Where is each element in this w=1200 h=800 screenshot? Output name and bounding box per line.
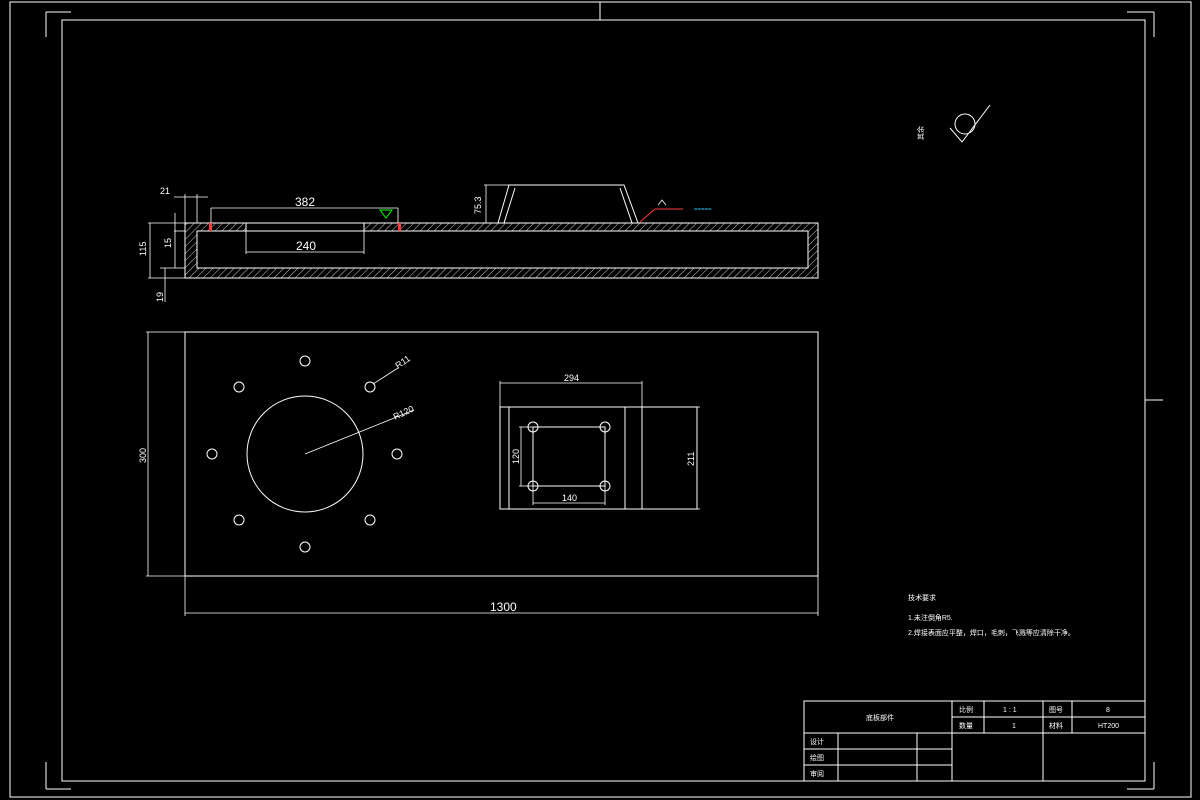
drawing-frame	[61, 19, 1146, 782]
dim-140: 140	[562, 493, 577, 503]
bolt-hole	[233, 514, 245, 526]
mounting-hole-pattern	[532, 426, 606, 487]
material-value: HT200	[1098, 723, 1119, 730]
weld-marker-right	[398, 223, 401, 231]
drawing-no-label: 图号	[1049, 706, 1063, 714]
dim-240: 240	[296, 239, 316, 253]
dim-115: 115	[138, 242, 148, 256]
corner-mark-bl	[45, 762, 71, 790]
corner-mark-tr	[1127, 11, 1155, 37]
drawing-no-value: 8	[1106, 707, 1110, 714]
boss-inner-left	[503, 187, 516, 224]
weld-symbol-icon	[379, 209, 393, 219]
bolt-hole	[206, 448, 218, 460]
dim-15: 15	[163, 238, 173, 248]
base-plate-outline	[184, 331, 819, 577]
dim-211: 211	[686, 452, 696, 466]
quantity-value: 1	[1012, 723, 1016, 730]
notes-line-1: 1.未注倒角R5.	[908, 613, 953, 622]
corner-mark-br	[1127, 762, 1155, 790]
dim-300: 300	[138, 448, 148, 463]
boss-profile	[497, 184, 639, 224]
scale-value: 1 : 1	[1003, 707, 1017, 714]
notes-heading: 技术要求	[908, 593, 936, 602]
top-opening	[245, 222, 365, 232]
bolt-hole	[299, 541, 311, 553]
dim-21: 21	[160, 186, 170, 196]
scale-label: 比例	[959, 705, 973, 714]
bolt-hole	[364, 381, 376, 393]
dim-1300: 1300	[490, 600, 517, 614]
bolt-hole	[299, 355, 311, 367]
surface-finish-symbol: 其余	[916, 104, 991, 143]
mounting-pad-outer	[499, 406, 698, 510]
bolt-hole	[364, 514, 376, 526]
bolt-hole	[233, 381, 245, 393]
sheet-border	[9, 1, 1192, 798]
mounting-hole	[599, 421, 611, 433]
dim-r120: R120	[392, 404, 416, 422]
front-section-view: ===== 21 382 240 75.3 115 15	[138, 184, 819, 302]
corner-mark-tl	[45, 11, 71, 37]
dim-r11: R11	[393, 353, 412, 370]
bolt-hole	[391, 448, 403, 460]
part-name: 底板部件	[866, 713, 894, 722]
top-plan-view: 300 1300 R11 R120 294	[138, 331, 819, 616]
material-label: 材料	[1049, 721, 1063, 730]
boss-inner-right	[619, 187, 633, 224]
surface-finish-icon	[954, 113, 976, 135]
dim-19: 19	[155, 292, 165, 302]
drafter-label: 绘图	[810, 753, 824, 762]
reviewer-label: 审阅	[810, 769, 824, 778]
dim-382: 382	[295, 195, 315, 209]
dim-75-3: 75.3	[473, 196, 483, 214]
dim-120: 120	[511, 449, 521, 464]
title-block: 底板部件 比例 1 : 1 图号 8 数量 1 材料 HT200 设计 绘图 审…	[803, 700, 1146, 782]
notes-line-2: 2.焊接表面应平整，焊口，毛刺，飞溅等应清除干净。	[908, 628, 1075, 637]
surface-finish-label: 其余	[916, 126, 925, 140]
weld-callout-code: =====	[694, 207, 712, 213]
dim-294: 294	[564, 373, 579, 383]
weld-callout-mark	[657, 199, 667, 206]
designer-label: 设计	[810, 737, 824, 746]
central-bore	[246, 395, 364, 513]
technical-notes: 技术要求 1.未注倒角R5. 2.焊接表面应平整，焊口，毛刺，飞溅等应清除干净。	[908, 593, 1075, 637]
weld-marker-left	[209, 223, 212, 231]
mounting-pad-inner	[508, 406, 626, 510]
quantity-label: 数量	[959, 721, 973, 730]
weld-callout-leader	[639, 208, 683, 223]
